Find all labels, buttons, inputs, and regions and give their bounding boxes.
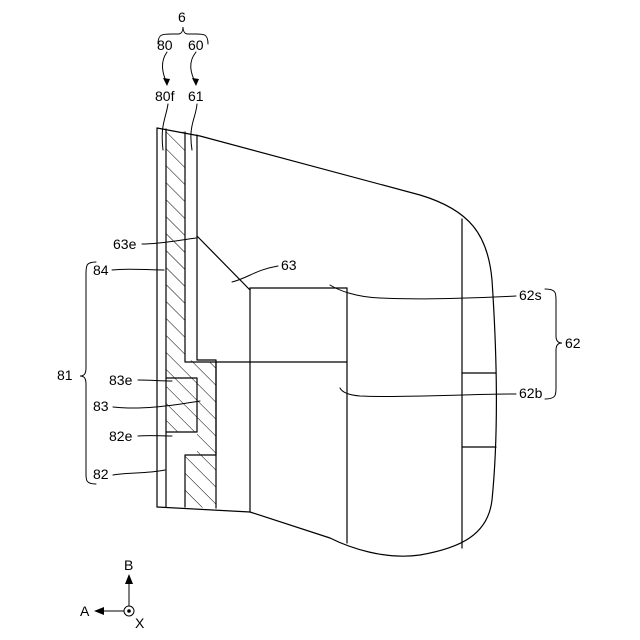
inner-profile [197, 236, 347, 362]
label-60: 60 [188, 37, 204, 53]
brace-62 [545, 289, 562, 399]
leader-62b [340, 388, 516, 397]
arrowhead-80f [163, 78, 170, 86]
label-63: 63 [281, 257, 297, 273]
arrowhead-61 [192, 78, 199, 86]
label-63e: 63e [113, 236, 137, 252]
label-62: 62 [565, 335, 581, 351]
brace-81 [80, 262, 96, 484]
label-82: 82 [93, 466, 109, 482]
label-84: 84 [93, 262, 109, 278]
axis-a-arrowhead [94, 607, 104, 615]
hatched-layer-80f [166, 129, 216, 508]
label-80f: 80f [155, 88, 175, 104]
axis-b-arrowhead [125, 574, 133, 584]
label-62b: 62b [519, 385, 543, 401]
leader-61 [191, 104, 197, 150]
axis-label-b: B [124, 557, 133, 573]
label-83e: 83e [109, 372, 133, 388]
label-61: 61 [188, 88, 204, 104]
axis-label-a: A [80, 603, 90, 619]
axis-label-x: X [135, 615, 145, 631]
label-6: 6 [178, 9, 186, 25]
leader-62s [330, 285, 516, 299]
incline-63 [197, 236, 250, 290]
label-80: 80 [157, 37, 173, 53]
label-82e: 82e [109, 428, 133, 444]
leader-63 [232, 266, 278, 282]
leader-84 [112, 269, 164, 270]
label-81: 81 [57, 367, 73, 383]
label-62s: 62s [519, 287, 542, 303]
axis-x-dot [127, 609, 131, 613]
label-83: 83 [93, 398, 109, 414]
